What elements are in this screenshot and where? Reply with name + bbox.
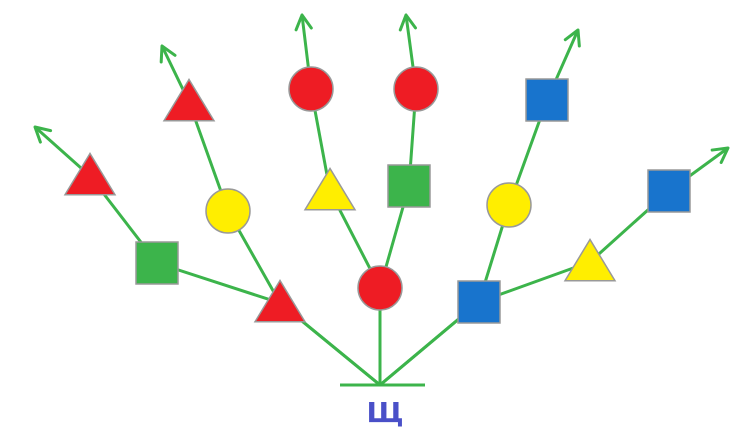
blue-square	[525, 78, 569, 122]
blue-square	[647, 169, 691, 213]
branch-left-arrow-icon	[159, 44, 177, 64]
yellow-triangle	[303, 167, 357, 211]
red-triangle	[63, 152, 117, 196]
branch-far-left-arrow-icon	[33, 125, 53, 144]
branch-arrowheads	[33, 13, 730, 164]
branch-center-left-arrow-icon	[294, 13, 313, 32]
yellow-triangle	[563, 238, 617, 282]
red-triangle	[162, 78, 216, 122]
branch-shapes	[63, 66, 691, 324]
blue-square	[457, 280, 501, 324]
yellow-circle	[486, 182, 532, 228]
red-circle	[357, 265, 403, 311]
branch-lines	[34, 14, 729, 387]
branch-right-arrow-icon	[563, 28, 581, 48]
green-square	[387, 164, 431, 208]
root-label: Щ	[366, 396, 403, 429]
yellow-circle	[205, 188, 251, 234]
red-triangle	[253, 279, 307, 323]
red-circle	[393, 66, 439, 112]
green-square	[135, 241, 179, 285]
branch-center-right-arrow-icon	[398, 13, 417, 32]
red-circle	[288, 66, 334, 112]
branch-far-right-arrow-icon	[710, 146, 730, 164]
